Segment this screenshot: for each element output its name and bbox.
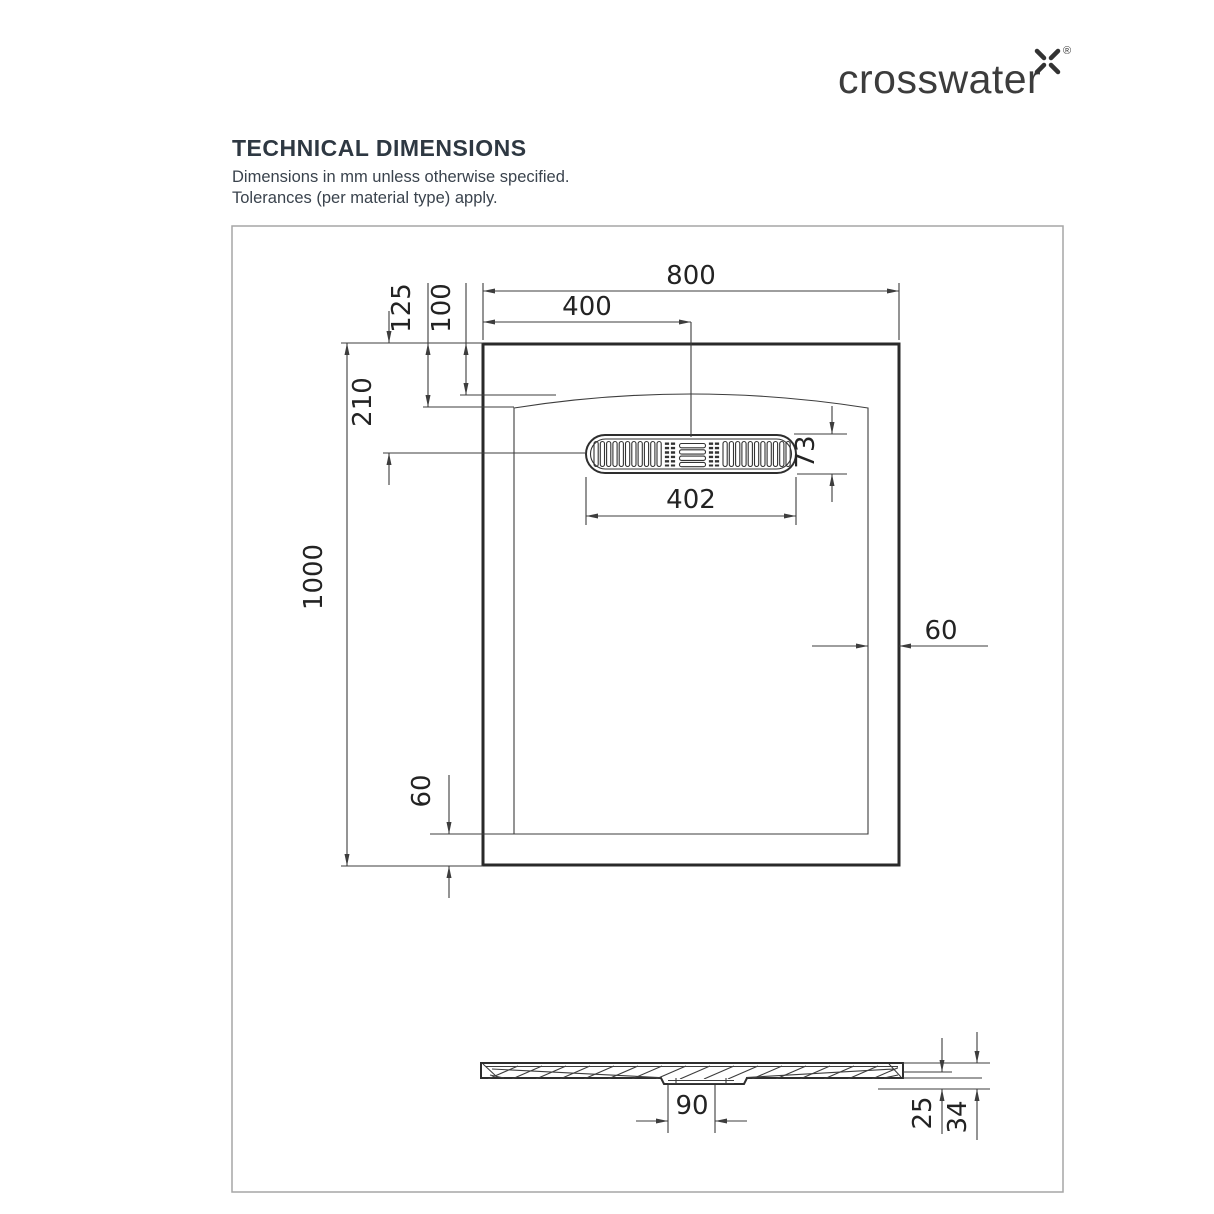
registered-mark: ®: [1063, 45, 1071, 57]
dim-top-width-label: 800: [666, 261, 716, 291]
dim-edge-right-label: 60: [924, 616, 957, 646]
header: TECHNICAL DIMENSIONS Dimensions in mm un…: [232, 135, 569, 207]
drawing-border: [231, 225, 1064, 1193]
profile-reference-lines: [878, 1062, 990, 1090]
dim-rim-inset-large: 125: [387, 283, 431, 407]
dim-rim-inset-small: 100: [427, 283, 469, 395]
profile-outline: [480, 1062, 904, 1085]
section-hatching: [487, 1065, 898, 1079]
brand-logo: crosswater ®: [838, 45, 1071, 102]
dim-edge-bottom-label: 60: [407, 774, 437, 807]
note-line-1: Dimensions in mm unless otherwise specif…: [232, 168, 569, 186]
profile-details: [482, 1063, 902, 1085]
dim-drain-width: 73: [791, 406, 835, 502]
dim-drain-offset-y-label: 210: [348, 377, 378, 427]
drain-slots-right: [722, 440, 791, 468]
brand-x-icon: [1034, 48, 1061, 75]
dim-side-height: 1000: [299, 343, 350, 866]
dim-profile-height: 34: [943, 1032, 980, 1140]
dim-side-height-label: 1000: [299, 544, 329, 610]
dim-drain-width-label: 73: [791, 435, 821, 468]
tray-inner-floor: [513, 393, 869, 835]
dim-drain-offset-x: 400: [483, 292, 691, 325]
dim-profile-inner-height-label: 25: [908, 1096, 938, 1129]
dim-profile-inner-height: 25: [908, 1038, 945, 1134]
page-title: TECHNICAL DIMENSIONS: [232, 135, 527, 161]
dim-drain-length-label: 402: [666, 485, 716, 515]
dim-rim-inset-large-label: 125: [387, 283, 417, 333]
dim-rim-inset-small-label: 100: [427, 283, 457, 333]
drain-grille: [585, 434, 797, 474]
section-view: 90 25 34: [480, 1032, 990, 1140]
note-line-2: Tolerances (per material type) apply.: [232, 189, 498, 207]
dim-profile-height-label: 34: [943, 1100, 973, 1133]
dim-outlet-width: 90: [636, 1085, 747, 1133]
dim-drain-offset-x-label: 400: [562, 292, 612, 322]
extension-lines: [341, 283, 900, 867]
dim-top-width: 800: [483, 261, 899, 294]
drain-center-bars: [678, 442, 707, 468]
drain-slots-left: [593, 440, 662, 468]
dim-edge-bottom: 60: [407, 774, 452, 898]
drain-knurl-left: [664, 442, 676, 467]
plan-view: 800 400 125 100 210 1000: [299, 261, 988, 898]
dim-outlet-width-label: 90: [675, 1091, 708, 1121]
brand-name: crosswater: [838, 56, 1041, 102]
drain-knurl-right: [708, 442, 720, 467]
dim-edge-right: 60: [812, 616, 988, 649]
dim-drain-length: 402: [586, 485, 796, 519]
dim-drain-offset-y: 210: [348, 311, 392, 485]
